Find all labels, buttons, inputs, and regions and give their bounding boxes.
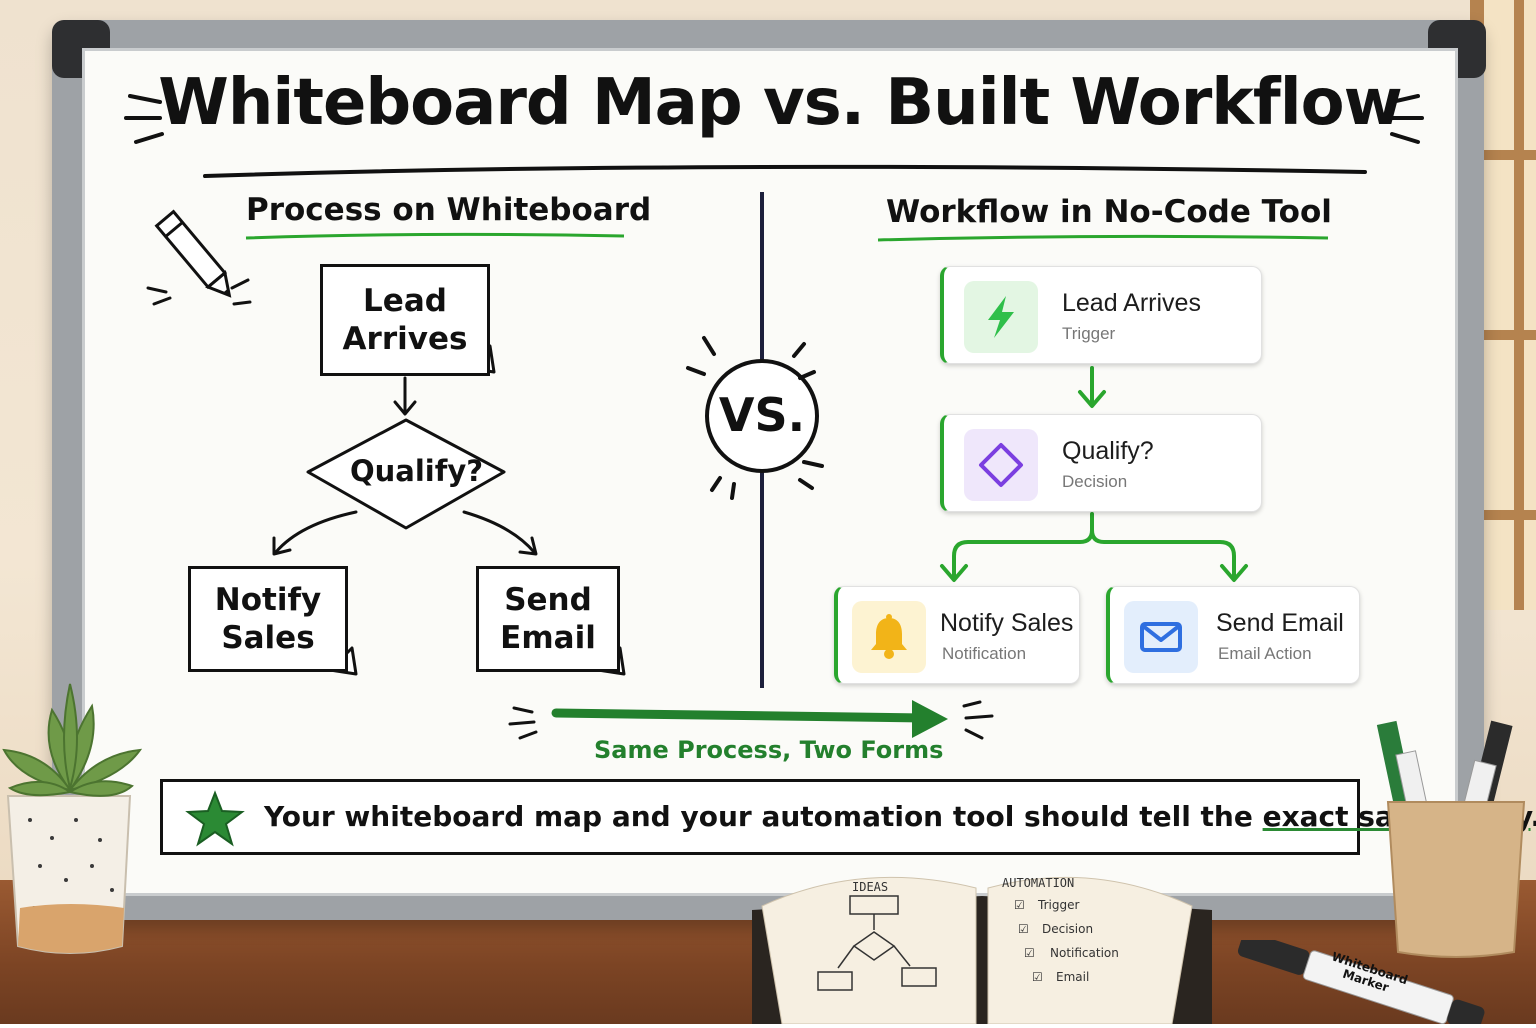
notebook-left-heading: IDEAS bbox=[852, 880, 889, 894]
bell-icon bbox=[871, 614, 907, 659]
card-subtitle: Trigger bbox=[1062, 324, 1116, 343]
sketch-node-send-email: Send Email bbox=[476, 566, 620, 672]
sketch-node-notify-sales: Notify Sales bbox=[188, 566, 348, 672]
workflow-card-decision[interactable]: Qualify? Decision bbox=[940, 414, 1262, 512]
checkbox-icon: ☑ bbox=[1014, 898, 1025, 912]
checklist-item: Trigger bbox=[1038, 898, 1080, 912]
card-icon-box bbox=[964, 281, 1038, 353]
card-subtitle: Notification bbox=[942, 644, 1027, 663]
window-bar bbox=[1484, 150, 1536, 160]
card-icon-box bbox=[1124, 601, 1198, 673]
checklist-item: Notification bbox=[1050, 946, 1119, 960]
window-bar bbox=[1484, 510, 1536, 520]
workflow-card-trigger[interactable]: Lead Arrives Trigger bbox=[940, 266, 1262, 364]
envelope-icon bbox=[1140, 622, 1182, 652]
sketch-node-qualify: Qualify? bbox=[350, 454, 484, 488]
footer-callout bbox=[160, 779, 1360, 855]
page-title: Whiteboard Map vs. Built Workflow bbox=[158, 66, 1402, 140]
card-title: Lead Arrives bbox=[1062, 289, 1201, 317]
vs-label: VS. bbox=[718, 388, 806, 442]
diamond-icon bbox=[979, 443, 1023, 487]
checkbox-icon: ☑ bbox=[1018, 922, 1029, 936]
pencil-icon bbox=[146, 209, 252, 306]
footer-text-after: . bbox=[1531, 800, 1536, 833]
arrow-caption: Same Process, Two Forms bbox=[594, 736, 944, 764]
card-icon-box bbox=[964, 429, 1038, 501]
notebook: IDEAS AUTOMATION ☑ Trigger ☑ Decision ☑ … bbox=[752, 860, 1212, 1025]
lightning-icon bbox=[988, 296, 1014, 338]
card-title: Notify Sales bbox=[940, 609, 1074, 637]
right-panel-heading: Workflow in No-Code Tool bbox=[886, 194, 1332, 230]
checklist-item: Email bbox=[1056, 970, 1090, 984]
card-subtitle: Decision bbox=[1062, 472, 1128, 491]
left-panel-heading: Process on Whiteboard bbox=[246, 192, 652, 228]
window-mullion bbox=[1514, 0, 1524, 610]
marker-cup-icon bbox=[1376, 720, 1526, 958]
window-bar bbox=[1484, 330, 1536, 340]
footer-text-before: Your whiteboard map and your automation … bbox=[264, 800, 1263, 833]
notebook-pages bbox=[752, 876, 1212, 1025]
checkbox-icon: ☑ bbox=[1024, 946, 1035, 960]
card-icon-box bbox=[852, 601, 926, 673]
star-icon bbox=[185, 790, 245, 847]
card-subtitle: Email Action bbox=[1218, 644, 1312, 663]
checkbox-icon: ☑ bbox=[1032, 970, 1043, 984]
workflow-card-email-action[interactable]: Send Email Email Action bbox=[1106, 586, 1360, 684]
checklist-item: Decision bbox=[1042, 922, 1094, 936]
notebook-right-heading: AUTOMATION bbox=[1002, 876, 1075, 890]
footer-text: Your whiteboard map and your automation … bbox=[264, 800, 1536, 833]
card-title: Send Email bbox=[1216, 609, 1344, 637]
card-title: Qualify? bbox=[1062, 437, 1154, 465]
sketch-node-lead-arrives: Lead Arrives bbox=[320, 264, 490, 376]
workflow-card-notification[interactable]: Notify Sales Notification bbox=[834, 586, 1080, 684]
plant-icon bbox=[2, 683, 143, 954]
